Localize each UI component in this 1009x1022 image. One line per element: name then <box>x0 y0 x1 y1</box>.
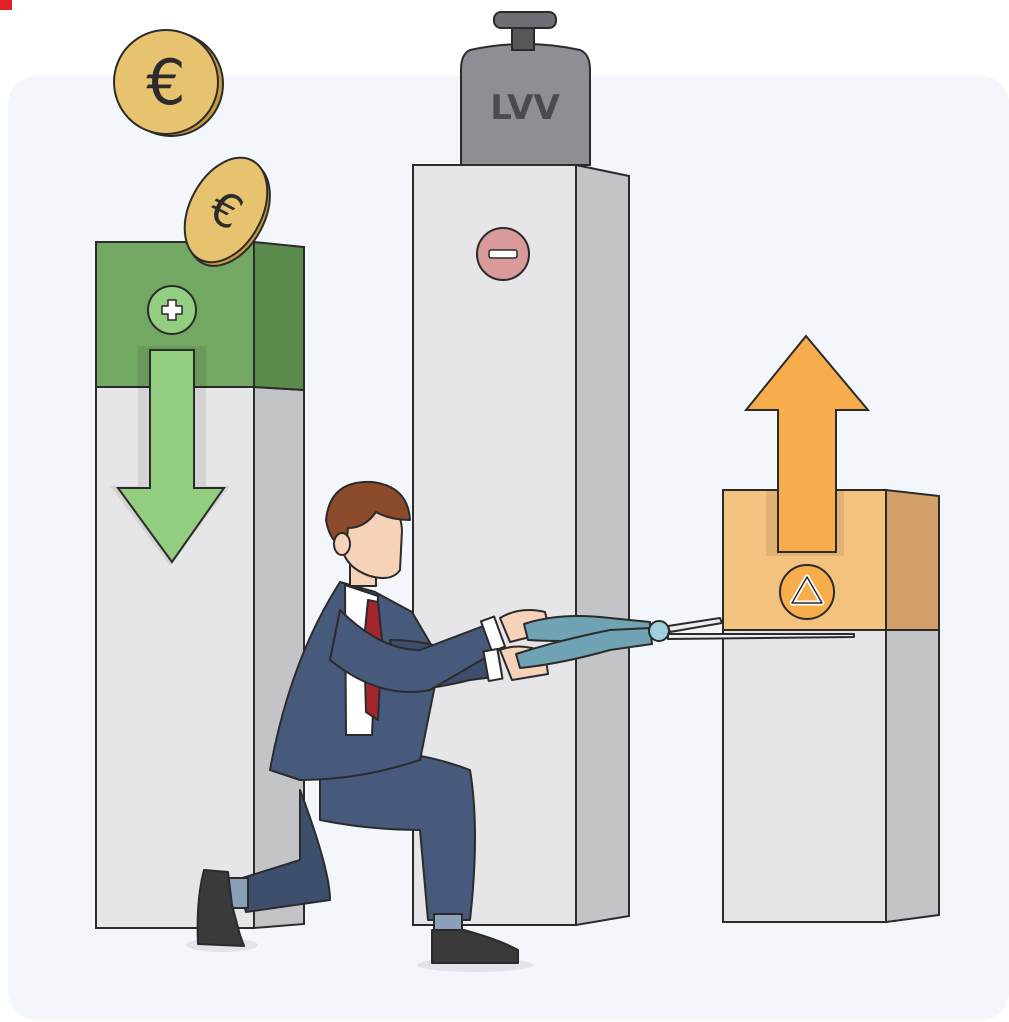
pruning-scissors <box>515 615 855 669</box>
corner-brand-mark <box>0 0 12 10</box>
coin-symbol: € <box>146 46 185 119</box>
euro-coin-icon: € <box>113 29 224 137</box>
left-pillar <box>95 240 305 930</box>
down-arrow-icon <box>110 346 230 566</box>
minus-icon <box>476 227 530 281</box>
right-pillar <box>722 488 940 924</box>
plus-icon <box>147 285 197 335</box>
businessman <box>186 480 551 972</box>
middle-pillar <box>412 163 630 927</box>
euro-coin-icon: € <box>183 156 271 267</box>
weight: LVV <box>460 11 591 166</box>
triangle-icon <box>779 564 835 620</box>
weight-label: LVV <box>490 88 560 128</box>
up-arrow-icon <box>743 334 871 556</box>
